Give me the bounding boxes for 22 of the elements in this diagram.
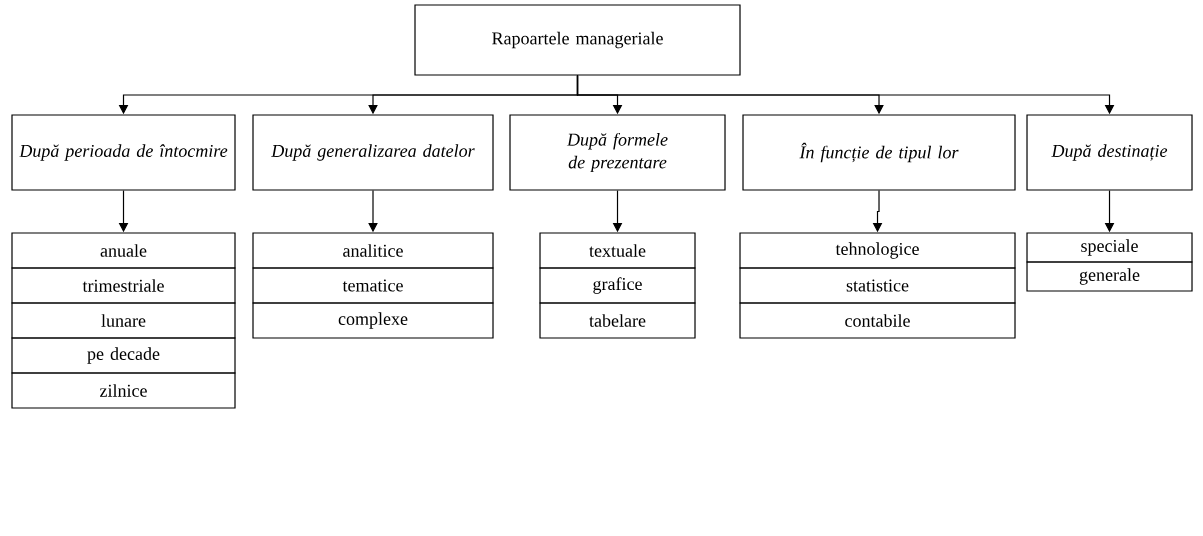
category-box: După perioada de întocmire xyxy=(11,114,236,191)
list-cell: zilnice xyxy=(11,372,236,409)
category-box: În funcție de tipul lor xyxy=(742,114,1016,191)
list-cell: tematice xyxy=(252,267,494,304)
list-cell: statistice xyxy=(739,267,1016,304)
list-cell: grafice xyxy=(539,267,696,304)
list-cell: generale xyxy=(1026,261,1193,292)
list-cell: lunare xyxy=(11,302,236,339)
category-box: După formele de prezentare xyxy=(509,114,726,191)
list-cell: tabelare xyxy=(539,302,696,339)
list-cell: contabile xyxy=(739,302,1016,339)
list-cell: pe decade xyxy=(11,337,236,374)
list-cell: anuale xyxy=(11,232,236,269)
list-cell: trimestriale xyxy=(11,267,236,304)
list-cell: complexe xyxy=(252,302,494,339)
list-cell: tehnologice xyxy=(739,232,1016,269)
list-cell: analitice xyxy=(252,232,494,269)
list-cell: textuale xyxy=(539,232,696,269)
list-cell: speciale xyxy=(1026,232,1193,263)
category-box: După generalizarea datelor xyxy=(252,114,494,191)
root-box: Rapoartele manageriale xyxy=(414,4,741,76)
category-box: După destinație xyxy=(1026,114,1193,191)
